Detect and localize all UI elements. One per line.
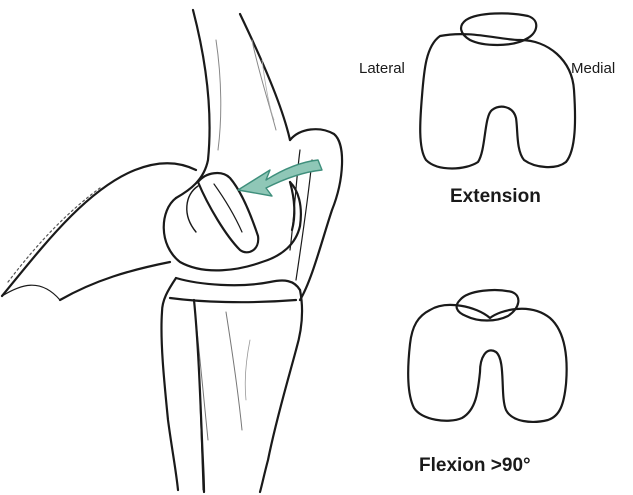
extension-label: Extension	[450, 186, 541, 208]
teal-arrow-icon	[238, 160, 322, 196]
fibula	[194, 300, 204, 492]
medial-label: Medial	[571, 60, 615, 77]
lateral-label: Lateral	[359, 60, 405, 77]
tibia	[161, 278, 302, 492]
femoral-condyle	[164, 182, 301, 270]
tendon	[290, 129, 342, 300]
flexion-cross-section	[408, 290, 566, 422]
soft-tissue	[2, 163, 196, 300]
extension-cross-section	[420, 13, 575, 168]
flexion-label: Flexion >90°	[419, 455, 531, 477]
